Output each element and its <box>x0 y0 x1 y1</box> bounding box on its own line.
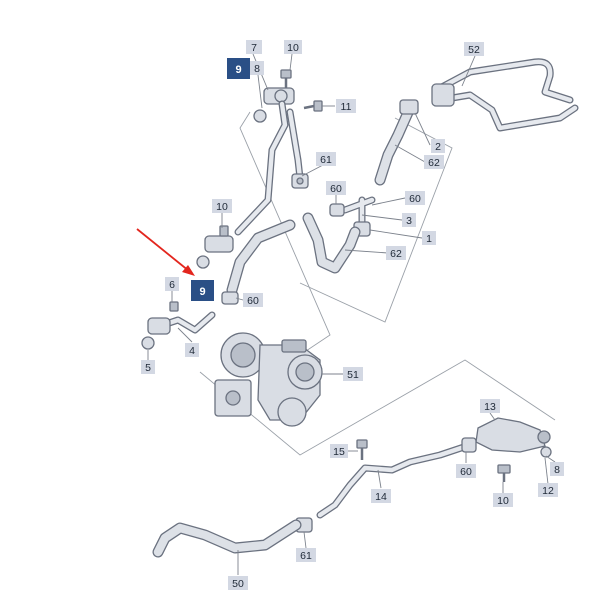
label-8-lower: 8 <box>550 462 564 476</box>
label-51: 51 <box>343 367 363 381</box>
t-fitting-3[interactable] <box>329 196 376 237</box>
svg-text:3: 3 <box>406 215 412 227</box>
label-60-upper-b: 60 <box>405 191 425 205</box>
seal-ring-9-lower[interactable] <box>196 255 210 269</box>
label-5: 5 <box>141 360 155 374</box>
seal-ring-5[interactable] <box>141 336 155 350</box>
label-9-top-highlight: 9 <box>227 58 250 79</box>
oil-pipe-vertical[interactable] <box>234 100 304 236</box>
svg-text:10: 10 <box>497 495 509 507</box>
fitting-10-left[interactable] <box>204 225 234 253</box>
bracket-13[interactable] <box>475 417 552 458</box>
label-15: 15 <box>330 444 348 458</box>
svg-text:8: 8 <box>554 464 560 476</box>
highlight-arrow <box>136 228 195 276</box>
svg-text:1: 1 <box>426 233 432 245</box>
label-62-upper: 62 <box>424 155 444 169</box>
label-61-lower: 61 <box>296 548 316 562</box>
svg-text:2: 2 <box>435 141 441 153</box>
svg-text:51: 51 <box>347 369 359 381</box>
label-3: 3 <box>402 213 416 227</box>
bolt-15[interactable] <box>356 439 368 460</box>
bolt-11[interactable] <box>303 100 323 112</box>
seal-ring-9-top[interactable] <box>253 109 267 123</box>
label-60-left: 60 <box>243 293 263 307</box>
svg-text:8: 8 <box>254 63 260 75</box>
leader-lines <box>147 53 556 575</box>
label-12: 12 <box>538 483 558 497</box>
svg-text:7: 7 <box>251 42 257 54</box>
label-50: 50 <box>228 576 248 590</box>
svg-text:60: 60 <box>409 193 421 205</box>
turbocharger-51[interactable] <box>214 332 323 427</box>
assembly-frame-upper-right <box>299 117 453 323</box>
svg-text:14: 14 <box>375 491 387 503</box>
svg-text:62: 62 <box>428 157 440 169</box>
svg-text:12: 12 <box>542 485 554 497</box>
svg-text:61: 61 <box>320 154 332 166</box>
label-8-top: 8 <box>250 61 264 75</box>
union-fitting-top[interactable] <box>263 87 295 105</box>
svg-text:60: 60 <box>247 295 259 307</box>
bolt-10-top[interactable] <box>280 69 292 88</box>
label-60-upper-a: 60 <box>326 181 346 195</box>
clamp-60-left[interactable] <box>221 291 239 305</box>
label-10-lower: 10 <box>493 493 513 507</box>
label-7: 7 <box>246 40 262 54</box>
label-10-top: 10 <box>284 40 302 54</box>
svg-text:61: 61 <box>300 550 312 562</box>
bolt-10-lower[interactable] <box>497 464 511 482</box>
label-60-lower: 60 <box>456 464 476 478</box>
svg-text:60: 60 <box>460 466 472 478</box>
svg-text:52: 52 <box>468 44 480 56</box>
svg-text:11: 11 <box>341 101 352 113</box>
label-2: 2 <box>431 139 445 153</box>
label-11: 11 <box>336 99 356 113</box>
pipe-4[interactable] <box>147 301 216 335</box>
pipe-14[interactable] <box>316 437 477 519</box>
clamp-61-upper[interactable] <box>291 173 309 189</box>
svg-text:50: 50 <box>232 578 244 590</box>
svg-text:13: 13 <box>484 401 496 413</box>
label-10-left: 10 <box>212 199 232 213</box>
hose-62-lower[interactable] <box>302 212 361 274</box>
svg-text:9: 9 <box>235 64 241 76</box>
label-4: 4 <box>185 343 199 357</box>
svg-text:15: 15 <box>333 446 345 458</box>
label-13: 13 <box>480 399 500 413</box>
label-14: 14 <box>371 489 391 503</box>
svg-text:10: 10 <box>216 201 228 213</box>
pipe-assembly-52[interactable] <box>431 58 579 132</box>
svg-text:60: 60 <box>330 183 342 195</box>
label-6: 6 <box>165 277 179 291</box>
label-62-lower: 62 <box>386 246 406 260</box>
svg-text:6: 6 <box>169 279 175 291</box>
svg-text:5: 5 <box>145 362 151 374</box>
svg-text:10: 10 <box>287 42 299 54</box>
hose-50[interactable] <box>152 519 302 558</box>
label-52: 52 <box>464 42 484 56</box>
hose-lower-left[interactable] <box>226 219 296 296</box>
label-9-lower-highlight: 9 <box>191 280 214 301</box>
label-1: 1 <box>422 231 436 245</box>
label-61-upper: 61 <box>316 152 336 166</box>
svg-text:62: 62 <box>390 248 402 260</box>
svg-text:4: 4 <box>189 345 195 357</box>
hose-62-upper[interactable] <box>374 99 419 186</box>
svg-text:9: 9 <box>199 286 205 298</box>
